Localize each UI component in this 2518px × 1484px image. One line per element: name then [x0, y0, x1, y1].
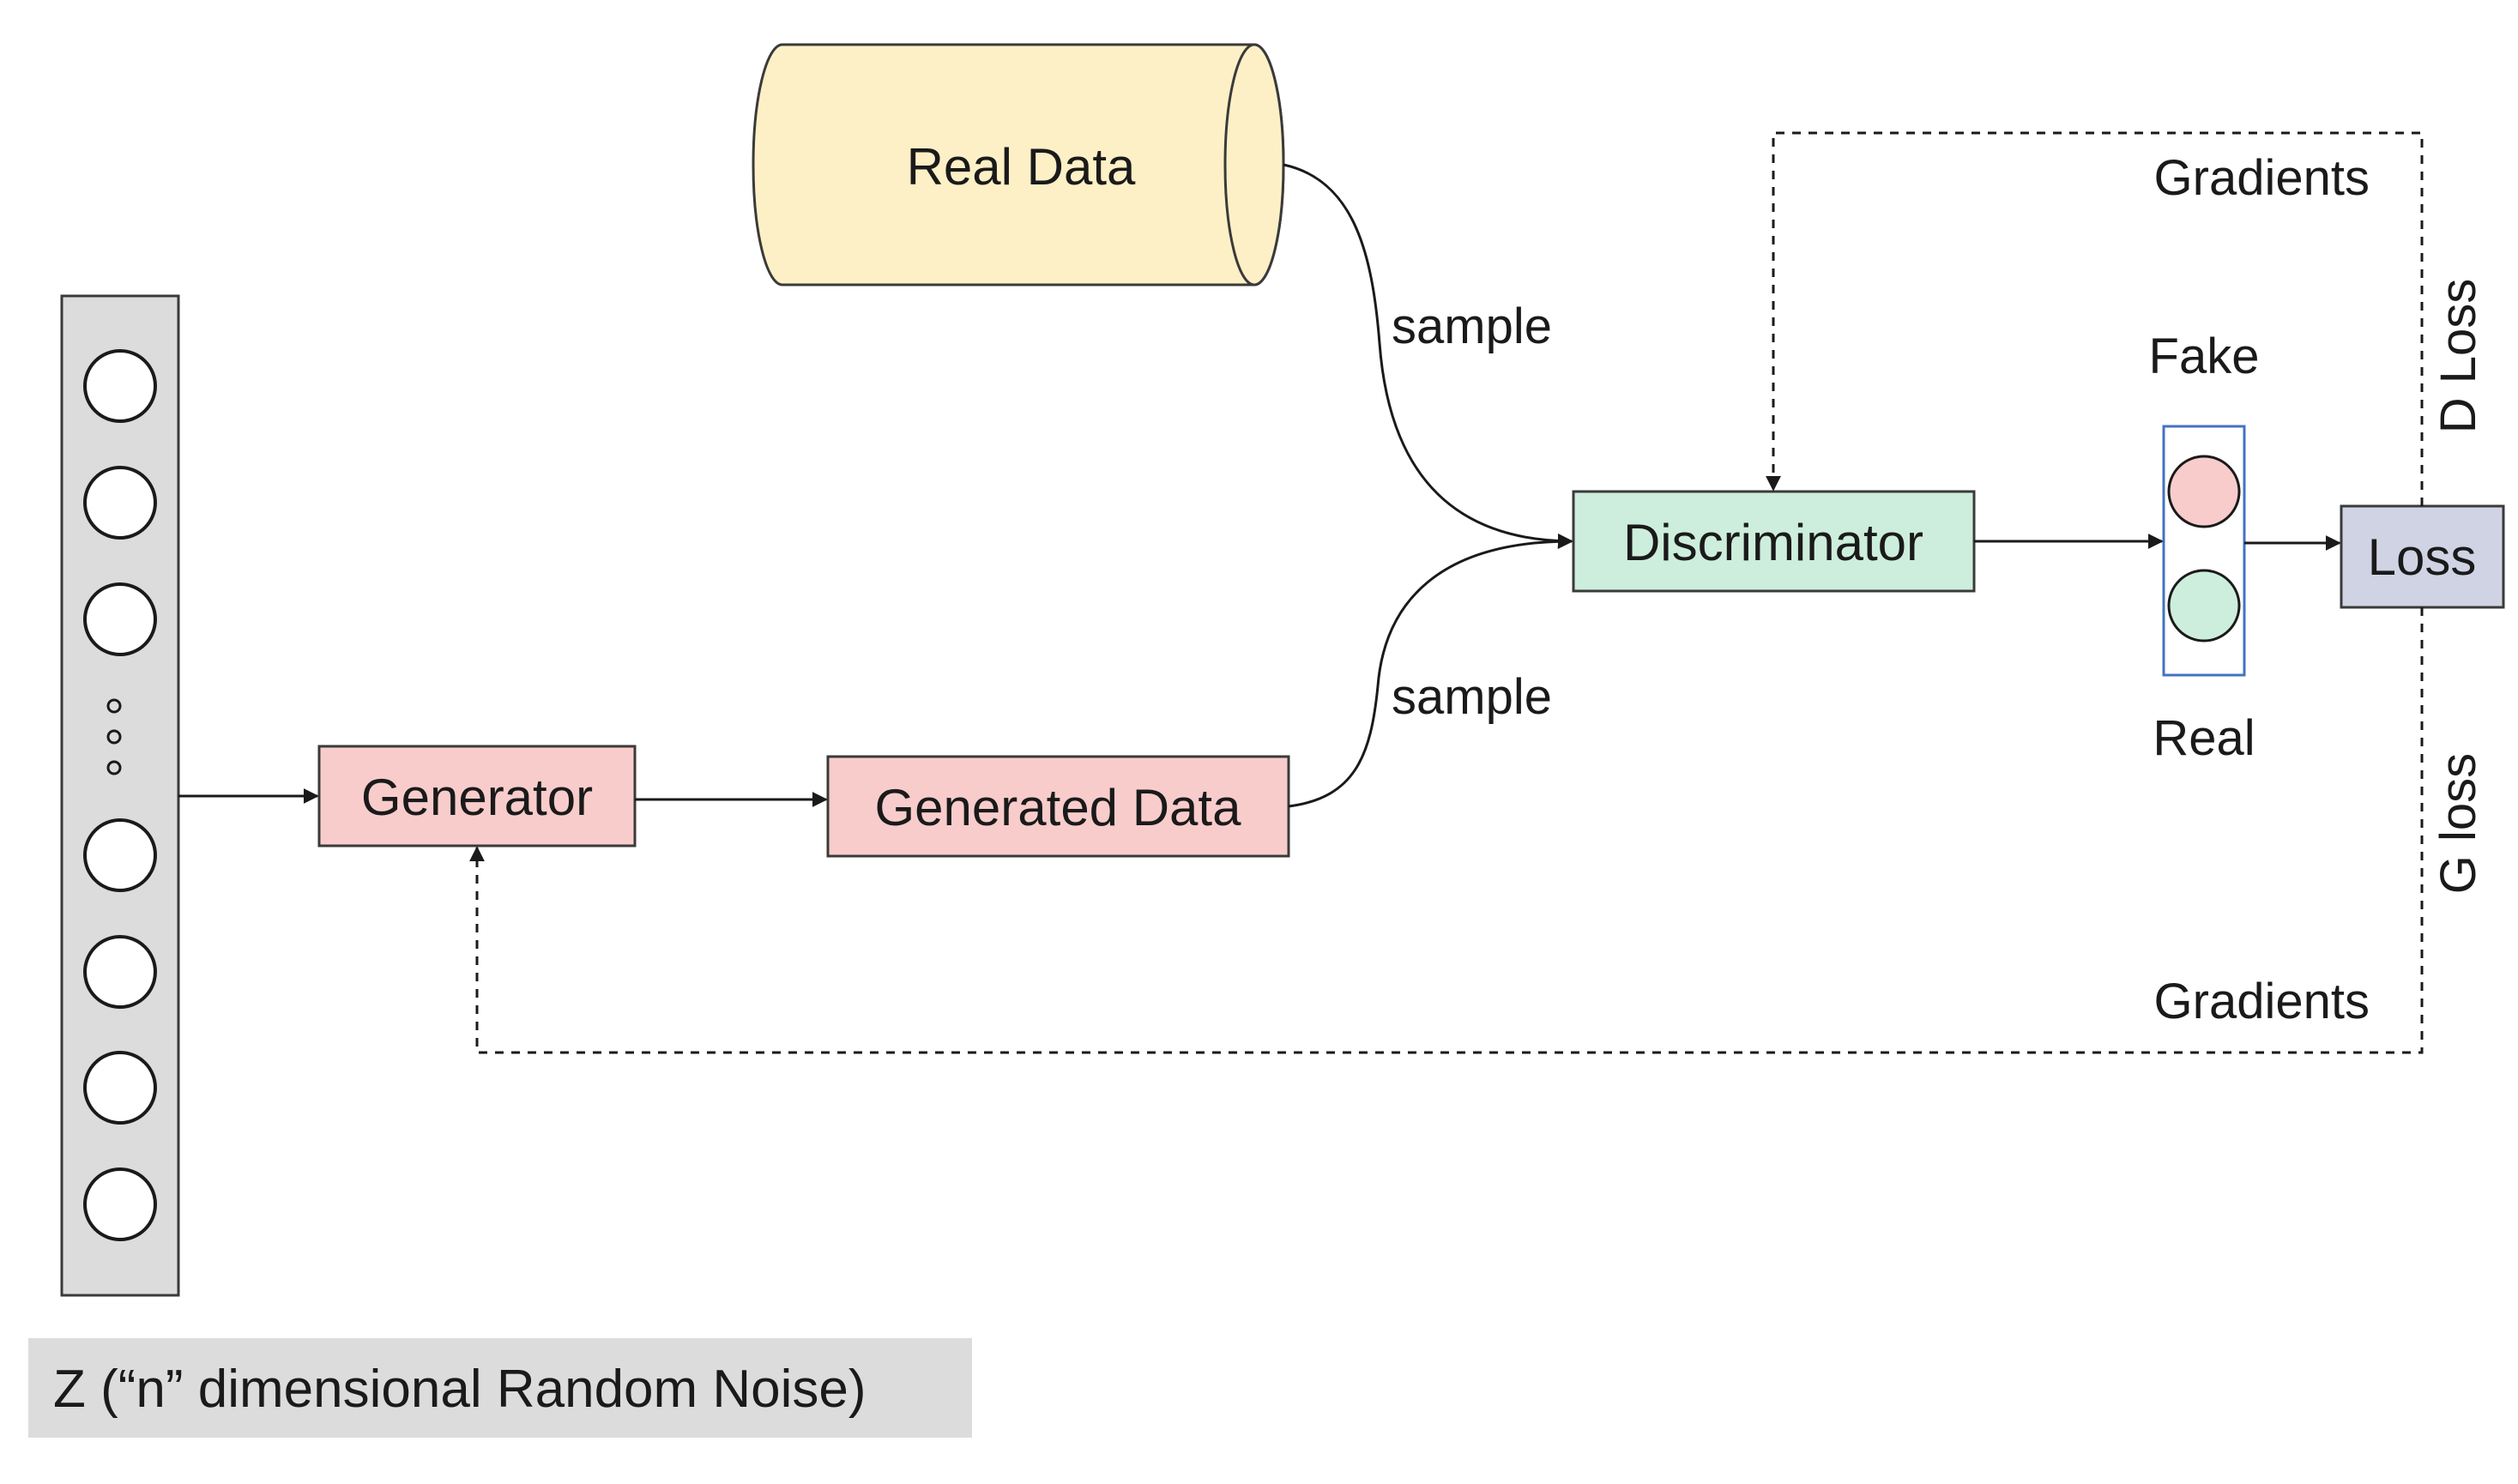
noise-caption: Z (“n” dimensional Random Noise) [28, 1338, 972, 1438]
real-light [2167, 569, 2241, 642]
fake-label: Fake [2149, 329, 2260, 384]
caption-box [28, 1338, 972, 1438]
real-data-label: Real Data [907, 138, 1136, 196]
noise-node [83, 1167, 157, 1241]
noise-node [83, 582, 157, 656]
d-gradient-feedback-line [1766, 131, 2424, 506]
d-loss-label: D Loss [2430, 279, 2486, 434]
noise-node [83, 466, 157, 540]
noise-node [83, 349, 157, 423]
noise-node [83, 935, 157, 1009]
real-data-store: Real Data [752, 43, 1285, 287]
loss-box [2340, 504, 2505, 609]
fake-real-indicator: Fake Real [2149, 329, 2260, 766]
generator-label: Generator [361, 769, 593, 826]
real-data-sample-curve [1283, 163, 1573, 549]
discriminator-label: Discriminator [1623, 514, 1923, 571]
generator-box [317, 745, 637, 848]
generated-data-node: Generated Data [826, 755, 1290, 858]
loss-node: Loss [2340, 504, 2505, 609]
noise-column [60, 294, 180, 1297]
noise-node [83, 1051, 157, 1125]
generated-data-label: Generated Data [875, 779, 1242, 836]
sample-label-real: sample [1392, 299, 1552, 354]
caption-label: Z (“n” dimensional Random Noise) [53, 1360, 867, 1419]
sample-label-generated: sample [1392, 669, 1552, 725]
ellipsis-dot [106, 760, 122, 775]
g-loss-label: G loss [2430, 753, 2486, 894]
real-data-cylinder-end [1223, 43, 1285, 287]
noise-vector [60, 294, 180, 1297]
ellipsis-dot [106, 729, 122, 745]
generator-node: Generator [317, 745, 637, 848]
gradients-label-bottom: Gradients [2154, 974, 2370, 1029]
noise-node [83, 818, 157, 892]
gradients-label-top: Gradients [2154, 150, 2370, 206]
fake-light [2167, 455, 2241, 528]
discriminator-node: Discriminator [1572, 490, 1976, 593]
generated-data-sample-curve [1288, 534, 1573, 808]
real-label: Real [2153, 710, 2255, 766]
loss-label: Loss [2368, 528, 2477, 586]
ellipsis-dot [106, 698, 122, 714]
